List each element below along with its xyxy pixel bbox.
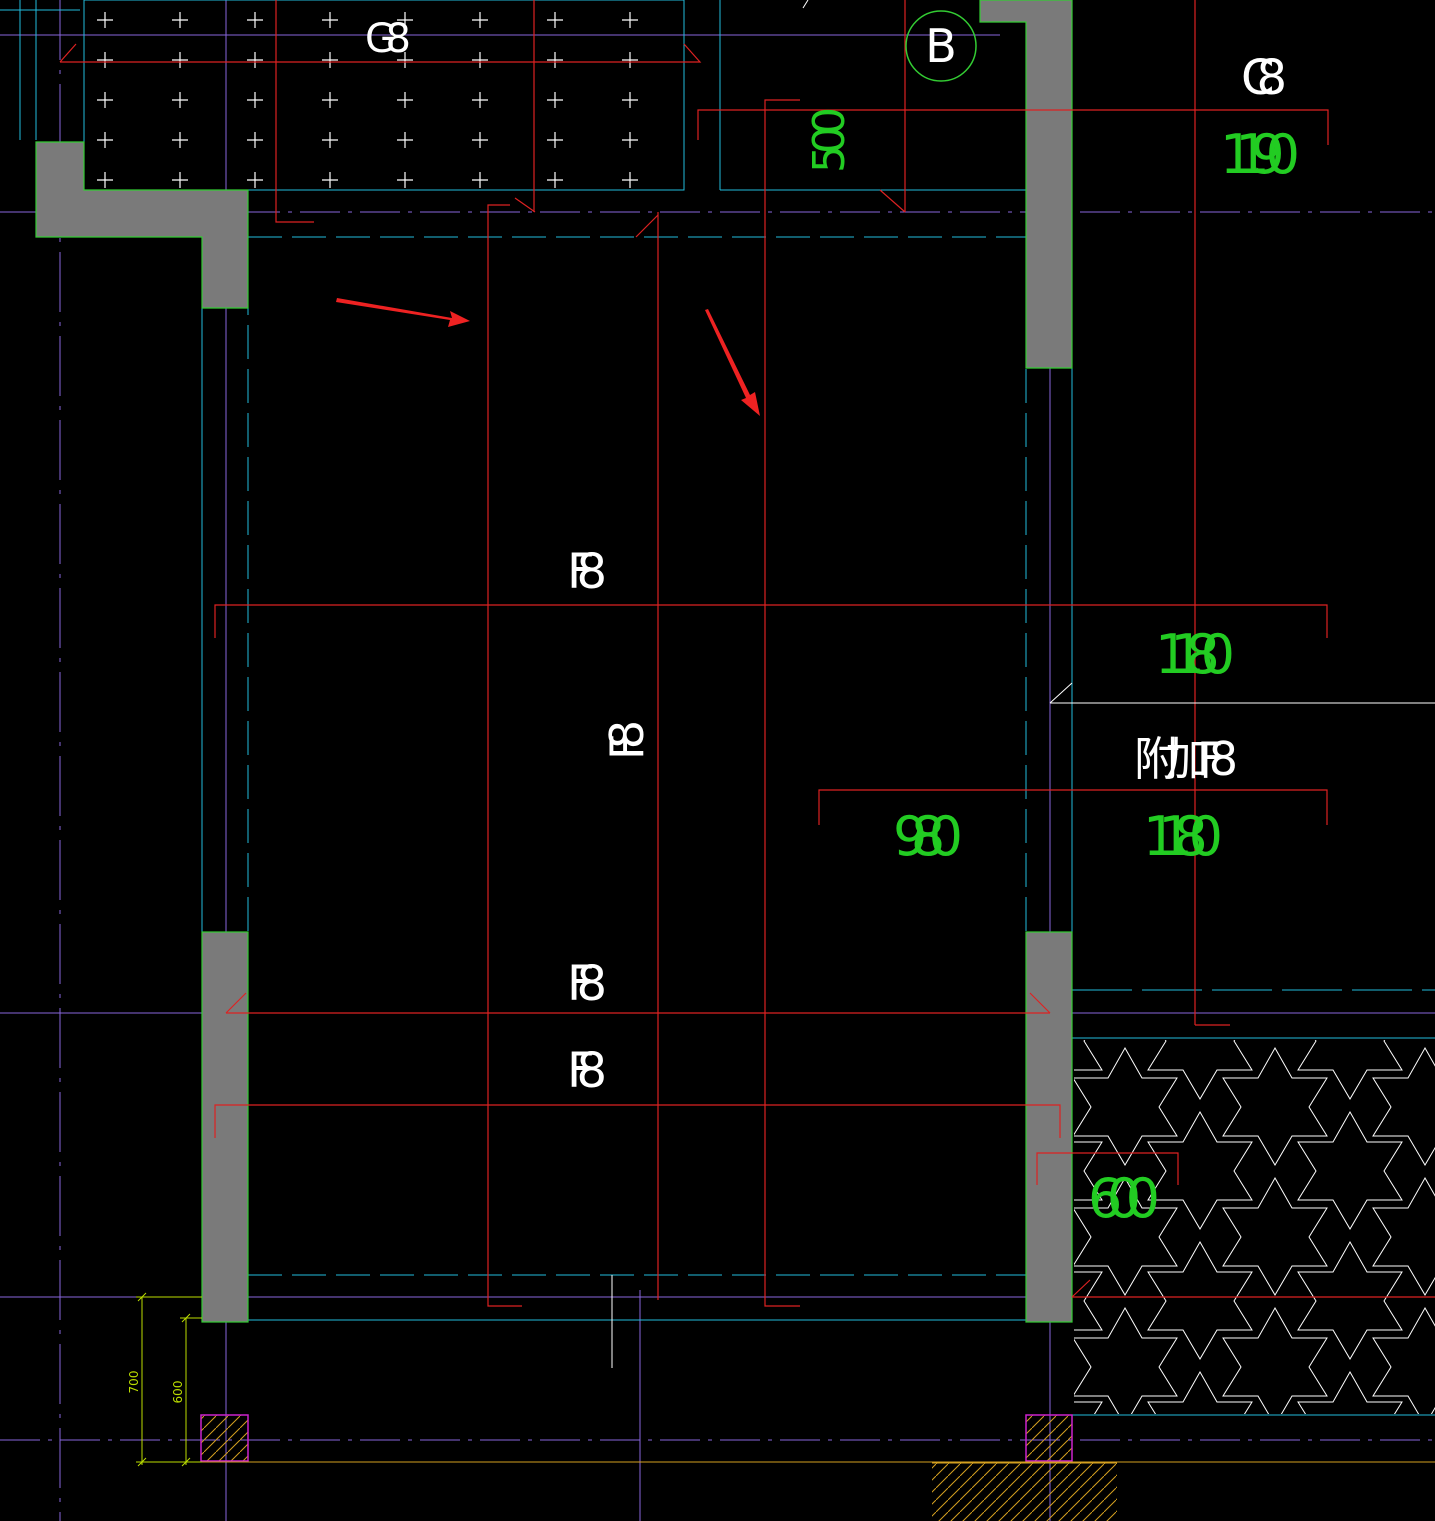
annotation-arrows bbox=[336, 298, 760, 416]
column-right bbox=[1025, 1414, 1073, 1462]
label-f8-vertical: F8 bbox=[600, 720, 654, 760]
dim-1180-bottom: 1180 bbox=[1143, 805, 1223, 868]
label-additional-f8: 附加F8 bbox=[1134, 732, 1238, 786]
columns bbox=[200, 1414, 1073, 1462]
rebar-f8-lower bbox=[214, 1104, 1061, 1138]
dimension-labels: 500 1190 1180 980 1180 600 700 600 bbox=[127, 107, 1300, 1403]
rebar-600 bbox=[1036, 1152, 1179, 1185]
hatched-foundation bbox=[932, 1462, 1117, 1521]
dim-1180-top: 1180 bbox=[1155, 623, 1235, 686]
rebar-additional-f8 bbox=[818, 789, 1328, 825]
rebar-top-left-hook bbox=[275, 0, 314, 223]
rebar-c8 bbox=[697, 109, 1329, 145]
wall-top-left-l bbox=[35, 141, 249, 309]
axis-bubble-b: B bbox=[905, 10, 977, 82]
dim-600-left: 600 bbox=[171, 1381, 185, 1404]
rebar-f8-upper bbox=[214, 604, 1328, 638]
slab-region-right bbox=[1074, 1040, 1435, 1414]
rebar-lines bbox=[59, 0, 1435, 1307]
label-f8-upper: F8 bbox=[567, 544, 607, 600]
label-f8-mid: F8 bbox=[567, 956, 607, 1012]
arrow-right bbox=[705, 309, 760, 416]
label-f8-lower: F8 bbox=[567, 1043, 607, 1099]
rebar-vertical-1 bbox=[487, 204, 522, 1307]
dim-500: 500 bbox=[804, 107, 855, 173]
rebar-vertical-3 bbox=[764, 99, 800, 1307]
dim-1190: 1190 bbox=[1220, 123, 1300, 186]
label-c8: C8 bbox=[1241, 50, 1287, 106]
slab-region-top bbox=[83, 0, 685, 191]
rebar-labels: G8 C8 F8 F8 F8 F8 附加F8 bbox=[365, 16, 1287, 1099]
arrow-left bbox=[336, 298, 470, 327]
axis-bubble-label: B bbox=[925, 19, 957, 73]
wall-left-lower bbox=[201, 931, 249, 1323]
wall-right-lower bbox=[1025, 931, 1073, 1323]
leader-lines bbox=[611, 0, 1435, 1368]
dim-600-right: 600 bbox=[1088, 1167, 1160, 1230]
dim-700-left: 700 bbox=[127, 1371, 141, 1394]
rebar-g8 bbox=[59, 43, 702, 63]
dim-980: 980 bbox=[893, 805, 963, 868]
label-g8: G8 bbox=[365, 16, 411, 62]
concrete-walls bbox=[35, 0, 1073, 1323]
column-left bbox=[200, 1414, 249, 1462]
left-dimensions bbox=[136, 1292, 202, 1467]
wall-top-right bbox=[979, 0, 1073, 369]
